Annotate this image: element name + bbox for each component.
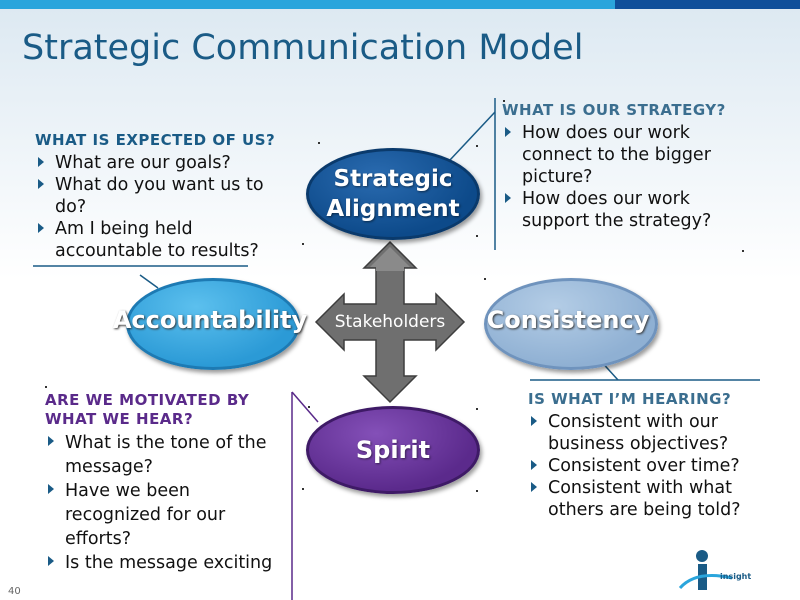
decorative-dot bbox=[476, 408, 478, 410]
list-item: Am I being held accountable to results? bbox=[35, 218, 280, 262]
hearing-list: Consistent with our business objectives?… bbox=[528, 411, 778, 521]
strategy-list: How does our work connect to the bigger … bbox=[502, 122, 742, 232]
strategic-alignment-line1: Strategic bbox=[333, 166, 453, 192]
stakeholders-label: Stakeholders bbox=[334, 312, 446, 332]
strategic-alignment-line2: Alignment bbox=[326, 196, 460, 222]
decorative-dot bbox=[503, 100, 505, 102]
decorative-dot bbox=[476, 145, 478, 147]
decorative-dot bbox=[476, 490, 478, 492]
strategic-alignment-oval: Strategic Alignment bbox=[306, 148, 480, 240]
accountability-oval bbox=[126, 278, 300, 370]
motivated-list: What is the tone of the message? Have we… bbox=[45, 431, 290, 575]
list-item: How does our work connect to the bigger … bbox=[502, 122, 742, 188]
strategy-box: WHAT IS OUR STRATEGY? How does our work … bbox=[502, 101, 742, 232]
list-item: Consistent with what others are being to… bbox=[528, 477, 778, 521]
spirit-oval: Spirit bbox=[306, 406, 480, 494]
consistency-oval bbox=[484, 278, 658, 370]
decorative-dot bbox=[302, 488, 304, 490]
list-item: How does our work support the strategy? bbox=[502, 188, 742, 232]
page-number: 40 bbox=[8, 586, 21, 597]
top-accent-bar-dark bbox=[615, 0, 800, 9]
list-item: Have we been recognized for our efforts? bbox=[45, 479, 290, 551]
slide-title: Strategic Communication Model bbox=[22, 28, 584, 68]
hearing-box: IS WHAT I’M HEARING? Consistent with our… bbox=[528, 390, 778, 521]
logo-mark-icon bbox=[678, 550, 733, 590]
logo-text: insight bbox=[720, 572, 752, 581]
motivated-heading: ARE WE MOTIVATED BY WHAT WE HEAR? bbox=[45, 391, 250, 428]
expected-box: WHAT IS EXPECTED OF US? What are our goa… bbox=[35, 131, 280, 262]
motivated-box: ARE WE MOTIVATED BY WHAT WE HEAR? What i… bbox=[45, 391, 290, 575]
decorative-dot bbox=[484, 278, 486, 280]
list-item: Consistent over time? bbox=[528, 455, 778, 477]
decorative-dot bbox=[318, 142, 320, 144]
decorative-dot bbox=[742, 250, 744, 252]
consistency-label: Consistency bbox=[486, 306, 650, 334]
decorative-dot bbox=[476, 235, 478, 237]
list-item: What is the tone of the message? bbox=[45, 431, 290, 479]
list-item: What are our goals? bbox=[35, 152, 280, 174]
insight-logo: insight bbox=[676, 548, 794, 596]
hearing-heading: IS WHAT I’M HEARING? bbox=[528, 390, 732, 408]
list-item: Consistent with our business objectives? bbox=[528, 411, 778, 455]
decorative-dot bbox=[45, 386, 47, 388]
four-way-arrow bbox=[314, 240, 466, 404]
expected-heading: WHAT IS EXPECTED OF US? bbox=[35, 131, 276, 149]
decorative-dot bbox=[308, 406, 310, 408]
decorative-dot bbox=[302, 243, 304, 245]
spirit-label: Spirit bbox=[355, 436, 431, 464]
top-accent-bar bbox=[0, 0, 800, 9]
list-item: What do you want us to do? bbox=[35, 174, 280, 218]
list-item: Is the message exciting bbox=[45, 551, 290, 575]
expected-list: What are our goals? What do you want us … bbox=[35, 152, 280, 262]
accountability-label: Accountability bbox=[112, 306, 308, 334]
strategy-heading: WHAT IS OUR STRATEGY? bbox=[502, 101, 726, 119]
